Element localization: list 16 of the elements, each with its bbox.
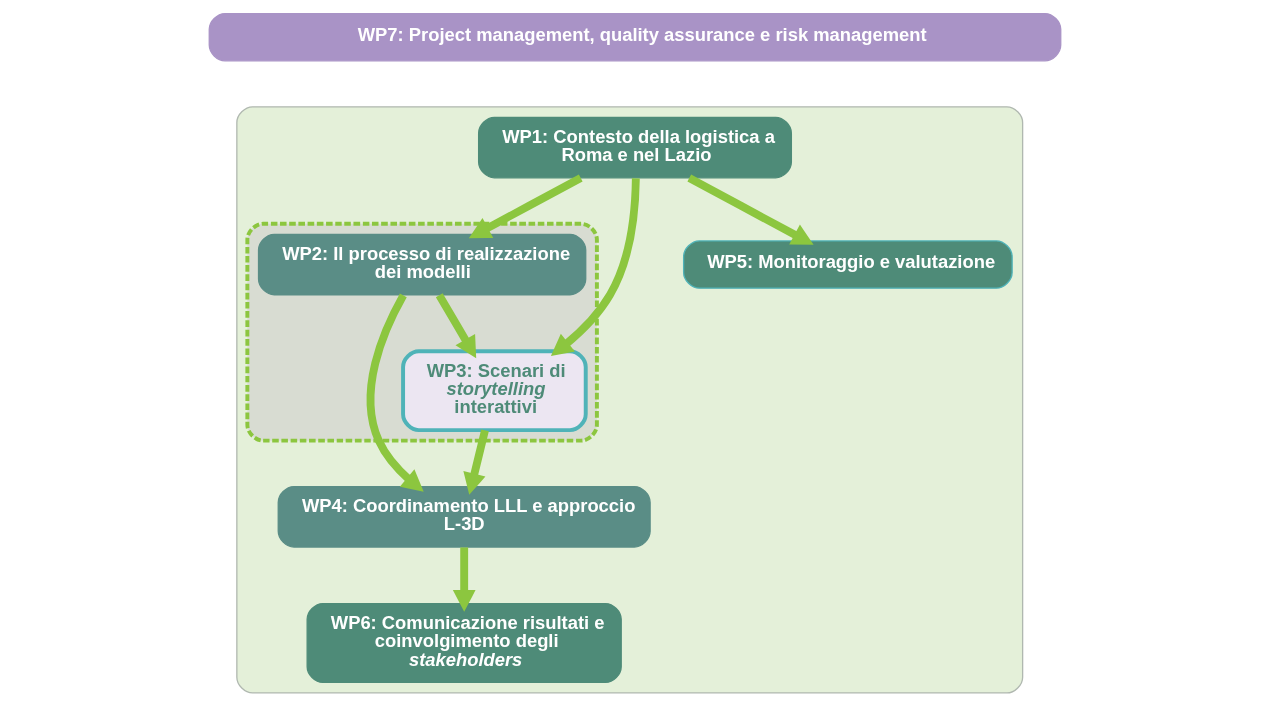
arrow (462, 429, 489, 495)
node-box: WP7: Project management, quality assurance e risk management (208, 12, 1061, 62)
arrow (686, 174, 814, 245)
cluster (235, 106, 1023, 694)
arrow (435, 293, 476, 359)
arrow (452, 547, 476, 612)
node-box: WP6: Comunicazione risultati e coinvolgimento degli stakeholders (306, 602, 622, 684)
node-box: WP4: Coordinamento LLL e approccio L-3D (277, 485, 651, 548)
node-box: WP3: Scenari di storytelling interattivi (400, 349, 588, 433)
arrow (366, 293, 424, 492)
arrow (468, 174, 583, 239)
node-box: WP1: Contesto della logistica a Roma e nel Lazio (477, 116, 792, 179)
cluster (244, 221, 599, 443)
node-box: WP2: Il processo di realizzazione dei modelli (257, 233, 586, 296)
arrow (550, 178, 640, 357)
node-box: WP5: Monitoraggio e valutazione (682, 240, 1013, 289)
